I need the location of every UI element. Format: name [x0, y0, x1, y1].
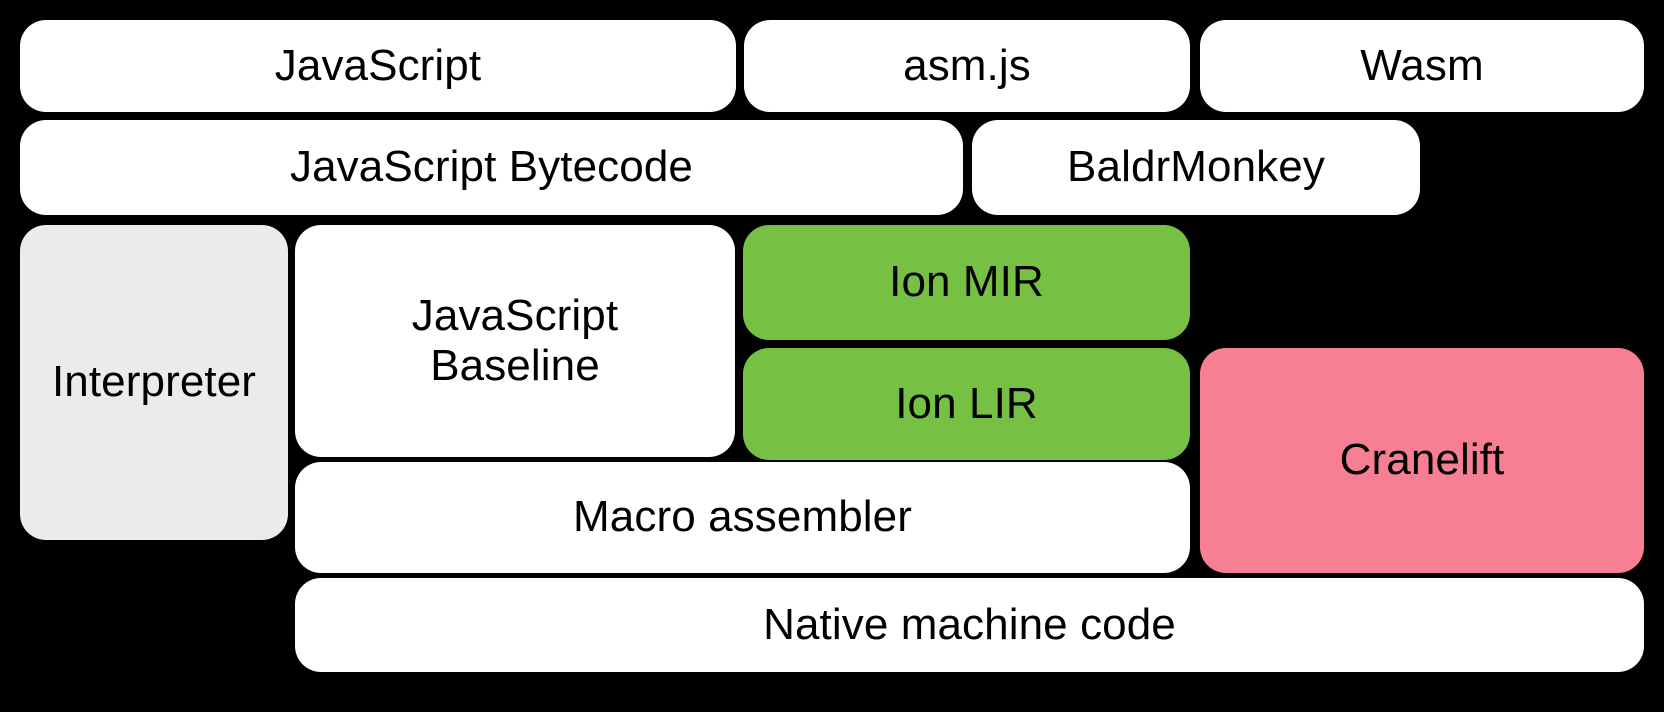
node-macro-assembler-label: Macro assembler — [573, 492, 912, 542]
node-javascript-baseline: JavaScript Baseline — [295, 225, 735, 457]
node-cranelift-label: Cranelift — [1339, 435, 1505, 485]
node-baldrmonkey-label: BaldrMonkey — [1067, 142, 1325, 192]
node-asm-js: asm.js — [744, 20, 1190, 112]
node-javascript: JavaScript — [20, 20, 736, 112]
node-baldrmonkey: BaldrMonkey — [972, 120, 1420, 215]
node-wasm: Wasm — [1200, 20, 1644, 112]
node-wasm-label: Wasm — [1360, 40, 1484, 90]
node-javascript-bytecode-label: JavaScript Bytecode — [290, 142, 693, 192]
node-interpreter: Interpreter — [20, 225, 288, 540]
node-ion-mir-label: Ion MIR — [889, 257, 1044, 307]
node-cranelift: Cranelift — [1200, 348, 1644, 573]
node-native-machine-code: Native machine code — [295, 578, 1644, 672]
node-ion-lir-label: Ion LIR — [895, 378, 1038, 428]
node-ion-lir: Ion LIR — [743, 348, 1190, 460]
node-javascript-label: JavaScript — [274, 40, 482, 90]
node-native-machine-code-label: Native machine code — [763, 599, 1176, 649]
node-interpreter-label: Interpreter — [51, 357, 257, 407]
node-asm-js-label: asm.js — [903, 40, 1031, 90]
node-ion-mir: Ion MIR — [743, 225, 1190, 340]
node-javascript-bytecode: JavaScript Bytecode — [20, 120, 963, 215]
node-macro-assembler: Macro assembler — [295, 462, 1190, 573]
node-javascript-baseline-label: JavaScript Baseline — [411, 290, 619, 390]
